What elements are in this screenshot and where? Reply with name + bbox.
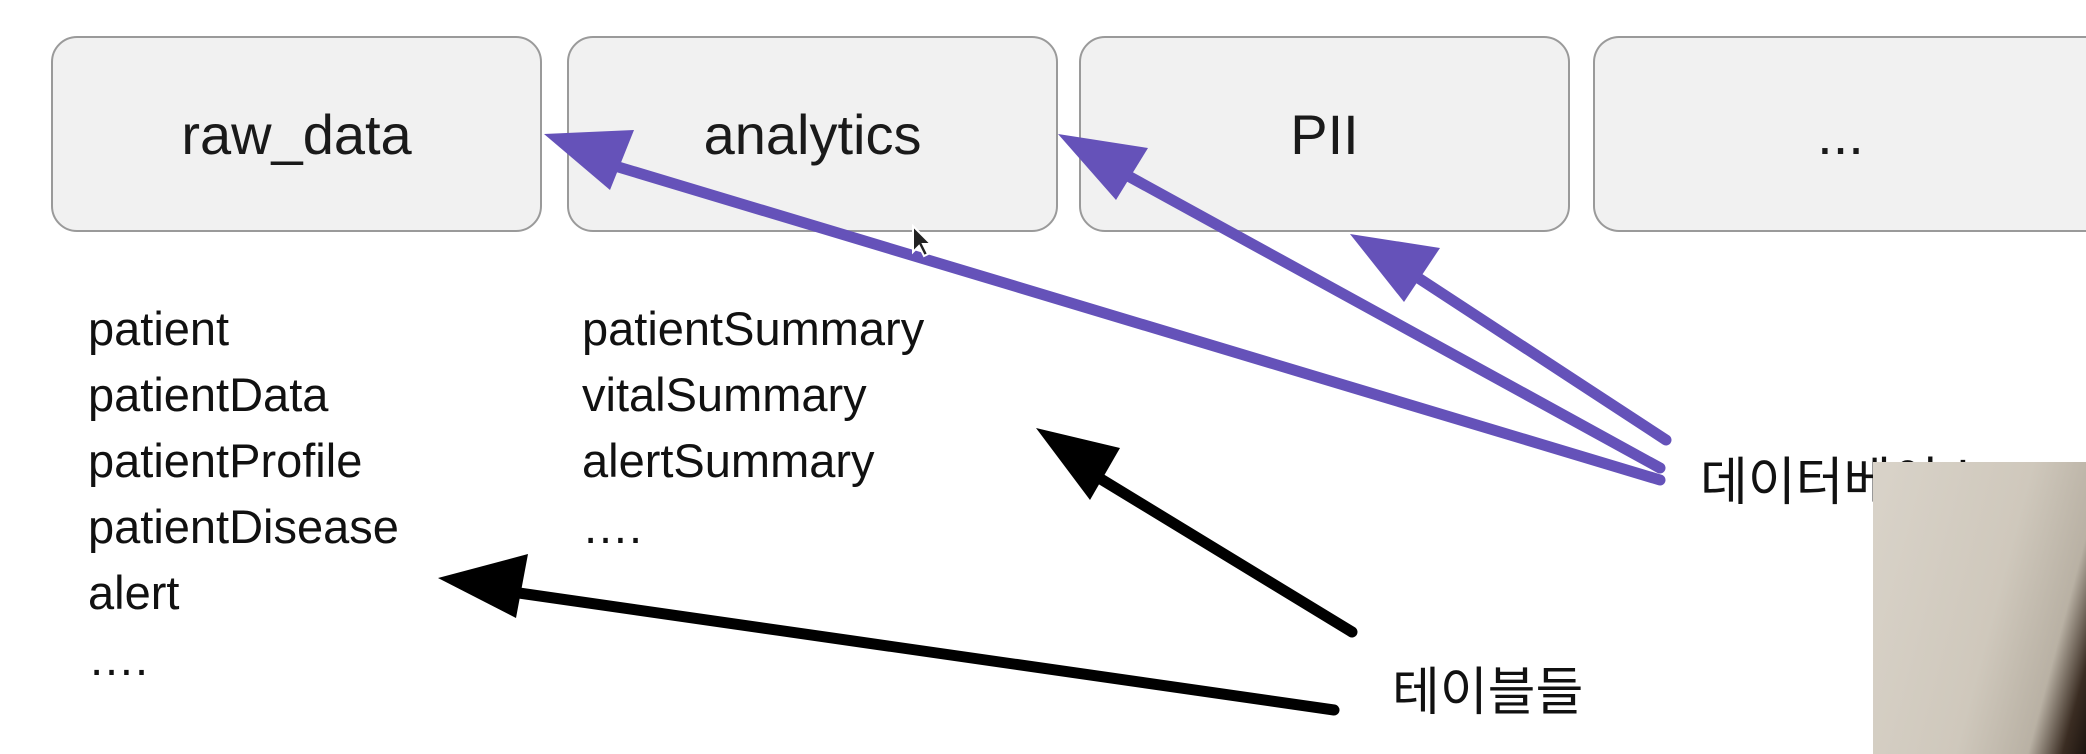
table-name: patientSummary (582, 302, 925, 355)
database-label: PII (1290, 102, 1359, 166)
raw-data-table-list: patient patientData patientProfile patie… (88, 296, 399, 692)
database-box-pii: PII (1079, 36, 1570, 232)
tables-callout: 테이블들 (1392, 663, 1584, 723)
table-name: alert (88, 566, 180, 619)
analytics-table-list: patientSummary vitalSummary alertSummary… (582, 296, 924, 560)
arrowhead (1036, 428, 1120, 500)
arrow-to-analytics-tables (1080, 464, 1358, 638)
arrow-to-raw-tables (506, 586, 1340, 716)
table-name: vitalSummary (582, 368, 867, 421)
arrow-to-pii (1394, 260, 1672, 446)
database-label: raw_data (181, 102, 412, 166)
table-name: patient (88, 302, 230, 355)
mouse-cursor-icon (912, 224, 934, 258)
database-box-more: ... (1593, 36, 2086, 232)
table-name: …. (88, 632, 149, 685)
database-label: ... (1817, 102, 1864, 166)
database-box-raw-data: raw_data (51, 36, 542, 232)
webcam-overlay (1873, 462, 2086, 754)
table-name: …. (582, 500, 643, 553)
database-label: analytics (703, 102, 922, 166)
table-name: alertSummary (582, 434, 875, 487)
table-name: patientProfile (88, 434, 363, 487)
database-box-analytics: analytics (567, 36, 1058, 232)
arrowhead (1350, 234, 1440, 302)
table-name: patientDisease (88, 500, 399, 553)
table-name: patientData (88, 368, 329, 421)
arrowhead (438, 554, 528, 618)
